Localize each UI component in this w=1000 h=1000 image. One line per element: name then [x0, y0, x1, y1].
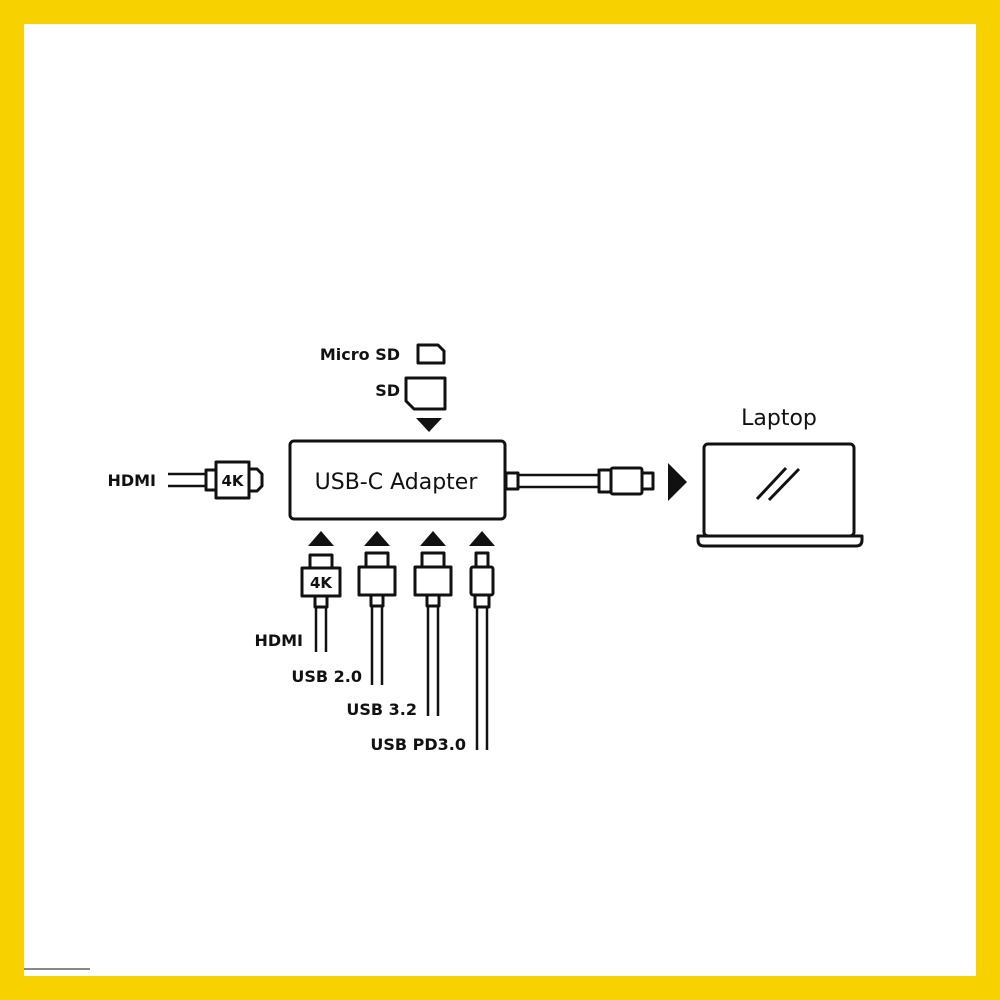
hdmi-bottom-arrow-icon — [308, 531, 334, 546]
usb32-label: USB 3.2 — [346, 700, 417, 719]
adapter-usb-c-cable — [504, 466, 655, 496]
usbpd-label: USB PD3.0 — [370, 735, 466, 754]
hdmi-side-cable — [168, 472, 206, 488]
hdmi-plug-icon — [300, 553, 342, 652]
micro-sd-card-icon — [416, 343, 446, 365]
usb-c-plug-icon — [469, 551, 495, 750]
usb20-arrow-icon — [364, 531, 390, 546]
laptop-icon — [696, 442, 864, 548]
hdmi-side-badge: 4K — [221, 472, 244, 490]
hdmi-side-label: HDMI — [107, 471, 156, 490]
sd-label: SD — [375, 381, 400, 400]
usb20-label: USB 2.0 — [291, 667, 362, 686]
micro-sd-label: Micro SD — [320, 345, 400, 364]
laptop-label: Laptop — [741, 406, 817, 431]
hdmi-bottom-badge: 4K — [310, 574, 333, 592]
to-laptop-arrow-icon — [668, 463, 687, 501]
usb-a-plug-icon — [413, 551, 453, 716]
adapter-label: USB-C Adapter — [315, 470, 479, 495]
usb-a-plug-icon — [357, 551, 397, 685]
usb32-arrow-icon — [420, 531, 446, 546]
card-slot-arrow-icon — [416, 418, 442, 432]
hdmi-plug-icon — [204, 460, 264, 500]
usbpd-arrow-icon — [469, 531, 495, 546]
sd-card-icon — [404, 376, 447, 411]
hdmi-bottom-label: HDMI — [254, 631, 303, 650]
